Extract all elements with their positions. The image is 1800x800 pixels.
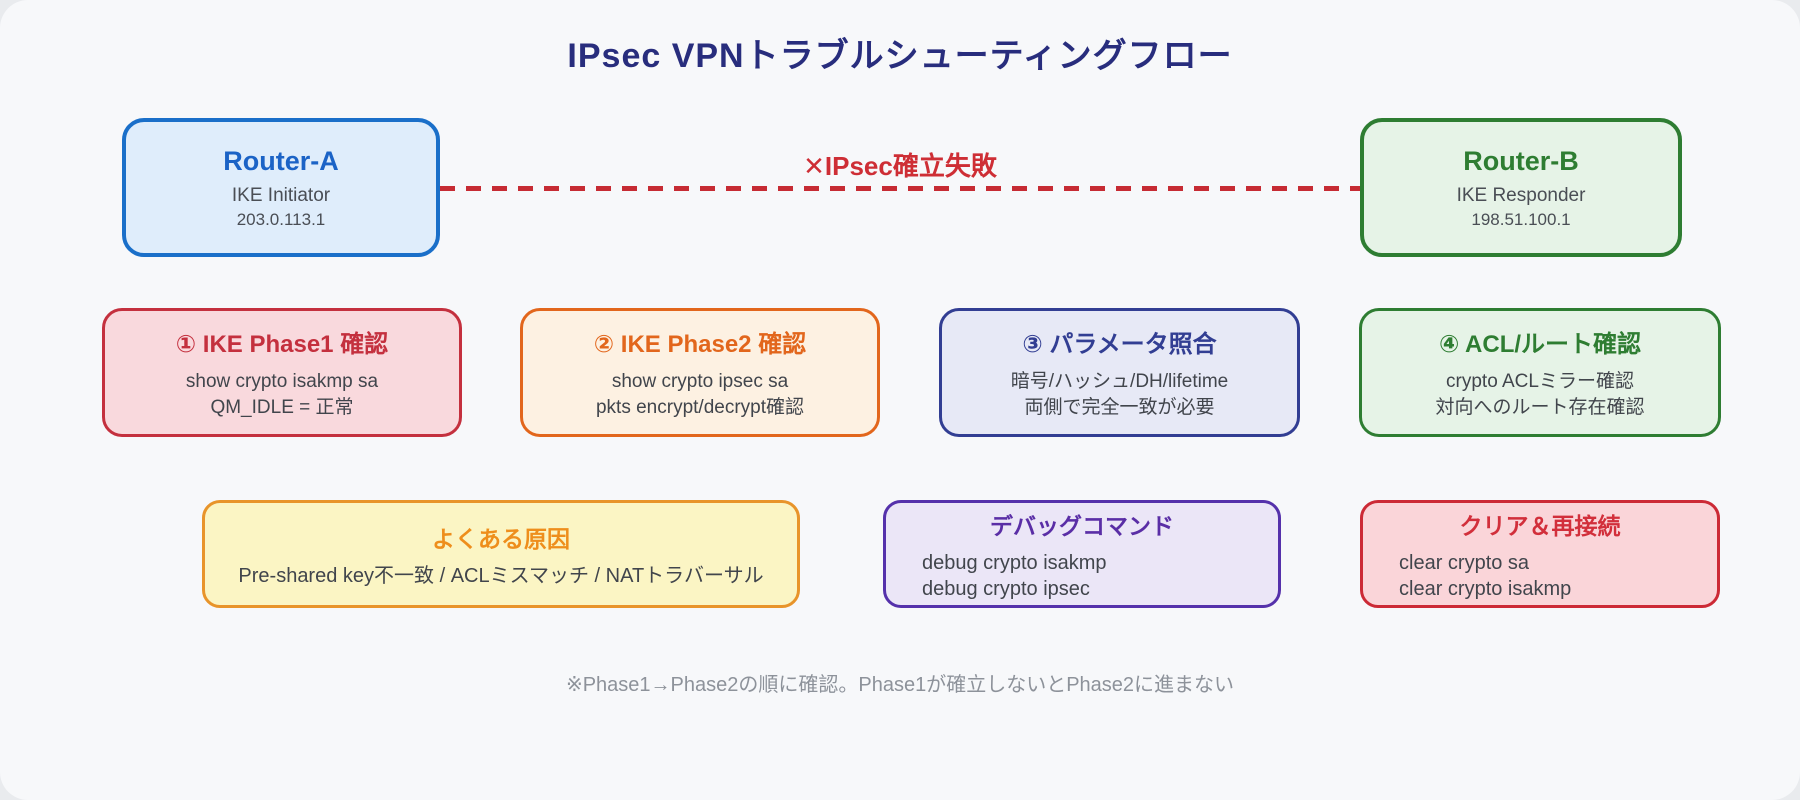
step-ike-phase1-box: ① IKE Phase1 確認 show crypto isakmp sa QM… — [102, 308, 462, 437]
clear-command-line: clear crypto sa — [1399, 551, 1530, 574]
clear-reconnect-title: クリア＆再接続 — [1459, 512, 1621, 539]
debug-command-line: debug crypto ipsec — [922, 577, 1090, 600]
step-ike-phase2-box: ② IKE Phase2 確認 show crypto ipsec sa pkt… — [520, 308, 880, 437]
debug-commands-box: デバッグコマンド debug crypto isakmp debug crypt… — [883, 500, 1281, 608]
debug-command-line: debug crypto isakmp — [922, 551, 1107, 574]
router-a-name: Router-A — [223, 145, 339, 176]
step-line: QM_IDLE = 正常 — [210, 397, 354, 418]
router-a-box: Router-A IKE Initiator 203.0.113.1 — [122, 118, 440, 257]
router-a-role: IKE Initiator — [231, 184, 331, 206]
common-causes-box: よくある原因 Pre-shared key不一致 / ACLミスマッチ / NA… — [202, 500, 800, 608]
step-acl-route-title: ④ ACL/ルート確認 — [1438, 331, 1642, 359]
step-line: crypto ACLミラー確認 — [1446, 371, 1634, 393]
page-title: IPsec VPNトラブルシューティングフロー — [567, 37, 1233, 75]
common-causes-title: よくある原因 — [432, 525, 570, 552]
common-causes-line: Pre-shared key不一致 / ACLミスマッチ / NATトラバーサル — [238, 564, 764, 587]
debug-commands-title: デバッグコマンド — [990, 512, 1174, 539]
step-ike-phase2-title: ② IKE Phase2 確認 — [593, 331, 807, 359]
failure-dashed-line — [440, 186, 1360, 191]
router-b-ip: 198.51.100.1 — [1471, 209, 1571, 229]
step-line: 両側で完全一致が必要 — [1024, 397, 1215, 418]
step-parameter-match-title: ③ パラメータ照合 — [1022, 331, 1217, 359]
router-b-name: Router-B — [1463, 145, 1579, 176]
step-line: show crypto isakmp sa — [185, 371, 379, 393]
router-b-box: Router-B IKE Responder 198.51.100.1 — [1360, 118, 1682, 257]
step-line: show crypto ipsec sa — [611, 371, 789, 393]
step-line: 暗号/ハッシュ/DH/lifetime — [1010, 371, 1229, 393]
step-line: 対向へのルート存在確認 — [1435, 397, 1645, 418]
clear-command-line: clear crypto isakmp — [1399, 577, 1572, 600]
clear-reconnect-box: クリア＆再接続 clear crypto sa clear crypto isa… — [1360, 500, 1720, 608]
router-a-ip: 203.0.113.1 — [236, 209, 326, 229]
step-parameter-match-box: ③ パラメータ照合 暗号/ハッシュ/DH/lifetime 両側で完全一致が必要 — [939, 308, 1300, 437]
ipsec-failure-label: ✕IPsec確立失敗 — [803, 151, 997, 181]
router-b-role: IKE Responder — [1456, 184, 1586, 206]
step-line: pkts encrypt/decrypt確認 — [595, 397, 805, 418]
step-ike-phase1-title: ① IKE Phase1 確認 — [175, 331, 389, 359]
footer-note: ※Phase1→Phase2の順に確認。Phase1が確立しないとPhase2に… — [565, 674, 1235, 696]
step-acl-route-box: ④ ACL/ルート確認 crypto ACLミラー確認 対向へのルート存在確認 — [1359, 308, 1721, 437]
